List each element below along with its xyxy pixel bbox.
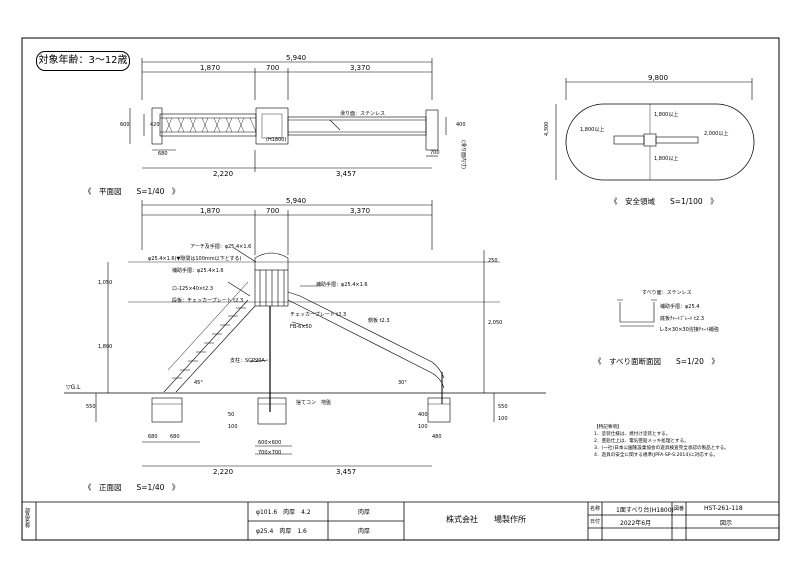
callout-1: φ25.4×1.6(▼隙間は100mm以下とする) <box>148 256 242 262</box>
elev-angle-slide: 30° <box>398 380 407 386</box>
elev-total-width: 5,940 <box>286 197 307 205</box>
fdim-5: 100 <box>228 424 238 430</box>
callout-9: 支柱：SGP90A <box>230 358 265 364</box>
plan-seg-3: 3,370 <box>350 64 371 72</box>
plan-bottom-1: 2,220 <box>213 170 234 178</box>
plan-seg-2: 700 <box>266 64 280 72</box>
safety-label-3: 2,000以上 <box>704 131 729 137</box>
plan-bottom-2: 3,457 <box>336 170 357 178</box>
plan-seg-1: 1,870 <box>200 64 221 72</box>
tb-name-value: 1面すべり台(H1800) <box>616 507 674 514</box>
callout-6: チェッカープレート t2.3 <box>290 312 347 318</box>
safety-height: 4,300 <box>544 121 550 136</box>
tb-cell-0: φ101.6 肉厚 4.2 <box>256 509 311 516</box>
note-item: 1．塗装仕様は、焼付け塗装とする。 <box>594 432 671 437</box>
callout-10: 捨てコン 地盤 <box>296 400 332 406</box>
title-block-geometry <box>22 501 779 540</box>
tb-cell-3: 肉厚 <box>358 528 371 535</box>
safety-label-1: 1,800以上 <box>654 112 679 118</box>
note-item: 2．亜鉛仕上は、電気亜鉛メッキ処理とする。 <box>594 439 689 444</box>
plan-base-1: 680 <box>158 151 168 157</box>
safety-width: 9,800 <box>648 74 669 82</box>
plan-right-1: 400 <box>456 122 466 128</box>
plan-right-note: (滑り面内寸) <box>460 140 466 169</box>
section-label-3: L-3×30×30溶接ﾁｬｰﾄ補強 <box>660 327 719 333</box>
safety-label-2: 1,800以上 <box>654 156 679 162</box>
tb-cell-2: 肉厚 <box>358 509 371 516</box>
elev-left-h1: 1,050 <box>98 280 113 286</box>
tb-name-label: 名称 <box>590 506 601 512</box>
fdim-1: 680 <box>170 434 180 440</box>
section-label-2: 底板ﾁｬｰﾄﾌﾟﾚｰﾄ t2.3 <box>660 316 705 322</box>
section-label-0: すべり面：ステンレス <box>642 290 692 296</box>
age-badge: 対象年齢：3～12歳 <box>36 51 130 71</box>
elev-right-h1: 250 <box>488 258 498 264</box>
elev-seg-1: 1,870 <box>200 207 221 215</box>
safety-caption: 《 安全領域 S=1/100 》 <box>610 197 718 206</box>
elev-right-h2: 2,050 <box>488 320 503 326</box>
sheet-border <box>21 37 780 541</box>
elev-seg-3: 3,370 <box>350 207 371 215</box>
notes-block: 【特記事項】 1．塗装仕様は、焼付け塗装とする。 2．亜鉛仕上は、電気亜鉛メッキ… <box>594 424 729 459</box>
callout-8: 側板 t2.3 <box>368 318 390 324</box>
callout-5: 補助手摺：φ25.4×1.6 <box>316 282 368 288</box>
fdim-0: 680 <box>148 434 158 440</box>
tb-company: 株式会社 場製作所 <box>446 515 526 524</box>
plan-height-inner: 420 <box>150 122 160 128</box>
fdim-8: 480 <box>432 434 442 440</box>
tb-dwg-value: HST-261-118 <box>704 505 743 512</box>
section-label-1: 補助手摺：φ25.4 <box>660 304 700 310</box>
safety-area-geometry <box>555 78 755 181</box>
fdim-3: 700×700 <box>258 450 282 456</box>
callout-3: ロ-125×40×t2.3 <box>172 286 214 292</box>
callout-2: 補助手摺：φ25.4×1.6 <box>172 268 224 274</box>
fdim-4: 50 <box>228 412 235 418</box>
plan-slide-surface: 滑り面：ステンレス <box>340 111 386 117</box>
callout-0: アーチ及手摺：φ25.4×1.6 <box>190 244 252 250</box>
plan-height-left: 600 <box>120 122 130 128</box>
elev-left-h3: 550 <box>86 404 96 410</box>
tb-scale-value: 図示 <box>720 520 733 527</box>
callout-7: FB-6×50 <box>290 324 312 330</box>
elev-angle-stair: 45° <box>194 380 203 386</box>
safety-label-0: 1,800以上 <box>580 127 605 133</box>
plan-total-width: 5,940 <box>286 54 307 62</box>
fdim-2: 600×600 <box>258 440 282 446</box>
elev-bottom-2: 3,457 <box>336 468 357 476</box>
section-caption: 《 すべり面断面図 S=1/20 》 <box>594 357 719 366</box>
fdim-7: 100 <box>418 424 428 430</box>
tb-dwg-label: 図番 <box>674 506 685 512</box>
elev-gl: ▽G.L <box>66 384 81 391</box>
tb-cell-1: φ25.4 肉厚 1.6 <box>256 528 307 535</box>
plan-view-geometry <box>129 58 447 172</box>
tb-date-label: 日付 <box>590 519 601 525</box>
notes-title: 【特記事項】 <box>594 425 622 430</box>
tb-side-label: 部品名称 <box>24 508 30 528</box>
elevation-view-geometry <box>64 200 546 467</box>
fdim-6: 400 <box>418 412 428 418</box>
slide-section-geometry <box>617 299 657 327</box>
note-item: 3．(一社)日本公園施設業協会の遊具検査完全承認の製品とする。 <box>594 446 729 451</box>
elev-left-h2: 1,800 <box>98 344 113 350</box>
elev-right-h3: 550 <box>498 404 508 410</box>
tb-date-value: 2022年6月 <box>620 520 652 527</box>
elev-seg-2: 700 <box>266 207 280 215</box>
elev-right-h4: 100 <box>498 416 508 422</box>
elev-bottom-1: 2,220 <box>213 468 234 476</box>
callout-4: 段板：チェッカープレート t2.3 <box>172 298 244 304</box>
elevation-caption: 《 正面図 S=1/40 》 <box>84 483 180 492</box>
plan-box-label: (H1800) <box>266 137 287 143</box>
note-item: 4．遊具の安全に関する規準(JPFA-SP-S:2014)に対応する。 <box>594 453 718 458</box>
plan-right-2: 700 <box>430 150 440 156</box>
plan-caption: 《 平面図 S=1/40 》 <box>84 187 180 196</box>
